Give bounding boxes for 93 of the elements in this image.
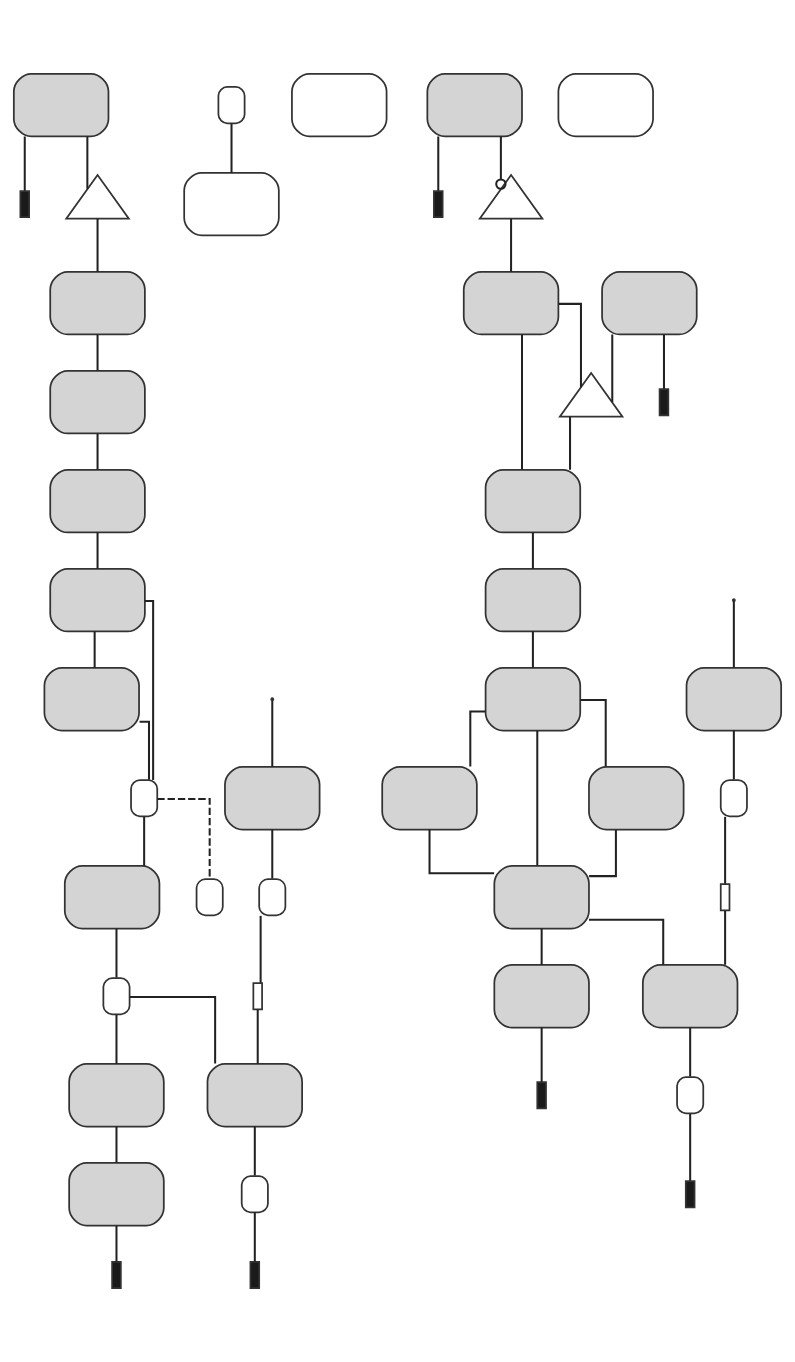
node-box (291, 72, 388, 138)
connector (96, 218, 99, 272)
connector (253, 1126, 256, 1176)
connector (510, 218, 513, 272)
connector (129, 995, 217, 1064)
connector (115, 1126, 118, 1163)
node-capsule (102, 977, 131, 1016)
connector (96, 433, 99, 470)
connector (139, 720, 150, 780)
connector (540, 1027, 543, 1082)
connector (437, 136, 440, 191)
connector (732, 730, 735, 780)
node-box (685, 667, 783, 732)
connector (259, 915, 262, 983)
connector (589, 918, 665, 965)
node-box (426, 72, 523, 138)
node-bar (433, 190, 444, 219)
node-capsule (258, 878, 287, 917)
node-box (641, 964, 739, 1029)
connector (611, 334, 614, 403)
node-triangle (478, 173, 545, 220)
node-box (49, 370, 146, 435)
node-capsule (719, 779, 748, 818)
connector (495, 136, 507, 190)
connector (589, 829, 617, 878)
node-capsule (676, 1076, 705, 1115)
connector (96, 334, 99, 371)
connector (115, 1014, 118, 1064)
node-bar (658, 388, 670, 417)
connector (531, 532, 534, 569)
node-bar (252, 982, 263, 1011)
node-triangle (558, 371, 625, 418)
node-box (68, 1063, 165, 1128)
connector (144, 599, 155, 780)
connector (689, 1113, 692, 1181)
node-triangle (64, 173, 131, 220)
node-box (588, 766, 685, 831)
node-box (63, 865, 161, 930)
connector (520, 334, 523, 470)
connector (531, 631, 534, 668)
node-bar (719, 883, 731, 912)
node-bar (111, 1261, 122, 1290)
node-capsule (240, 1175, 269, 1214)
connector (93, 631, 96, 668)
node-box (49, 568, 146, 633)
node-box (224, 766, 321, 831)
connector (558, 302, 582, 388)
node-box (206, 1063, 303, 1128)
node-box (493, 865, 590, 930)
node-bar (684, 1180, 696, 1209)
connector (115, 1225, 118, 1262)
connector (157, 797, 211, 879)
connector (536, 730, 539, 866)
connector (662, 334, 665, 389)
connector (143, 816, 146, 866)
connector (428, 829, 495, 875)
node-capsule (130, 779, 159, 818)
connector (580, 698, 607, 767)
connector (724, 816, 727, 884)
connector (96, 532, 99, 569)
node-box (43, 667, 140, 732)
node-box (68, 1162, 165, 1227)
connector (230, 123, 233, 173)
node-box (484, 568, 582, 633)
connector (569, 416, 572, 470)
node-bar (536, 1081, 547, 1110)
node-bar (19, 190, 30, 219)
node-box (462, 270, 560, 336)
connector (689, 1027, 692, 1077)
connector (540, 928, 543, 965)
node-box (493, 964, 590, 1029)
connector (271, 700, 274, 767)
node-box (484, 667, 582, 732)
node-capsule (195, 878, 224, 917)
node-box (49, 270, 146, 336)
node-box (183, 171, 280, 237)
connector (724, 910, 727, 965)
connector (23, 136, 26, 191)
connector (469, 710, 486, 767)
connector (732, 601, 735, 668)
node-box (49, 469, 146, 534)
node-capsule (217, 86, 246, 125)
node-box (12, 72, 110, 138)
node-box (484, 469, 582, 534)
connector (115, 928, 118, 978)
connector (271, 829, 274, 879)
node-box (601, 270, 698, 336)
connector (86, 136, 89, 189)
node-bar (249, 1261, 261, 1290)
connector (256, 1009, 259, 1064)
node-box (557, 72, 654, 138)
connector (253, 1212, 256, 1262)
node-box (381, 766, 478, 831)
